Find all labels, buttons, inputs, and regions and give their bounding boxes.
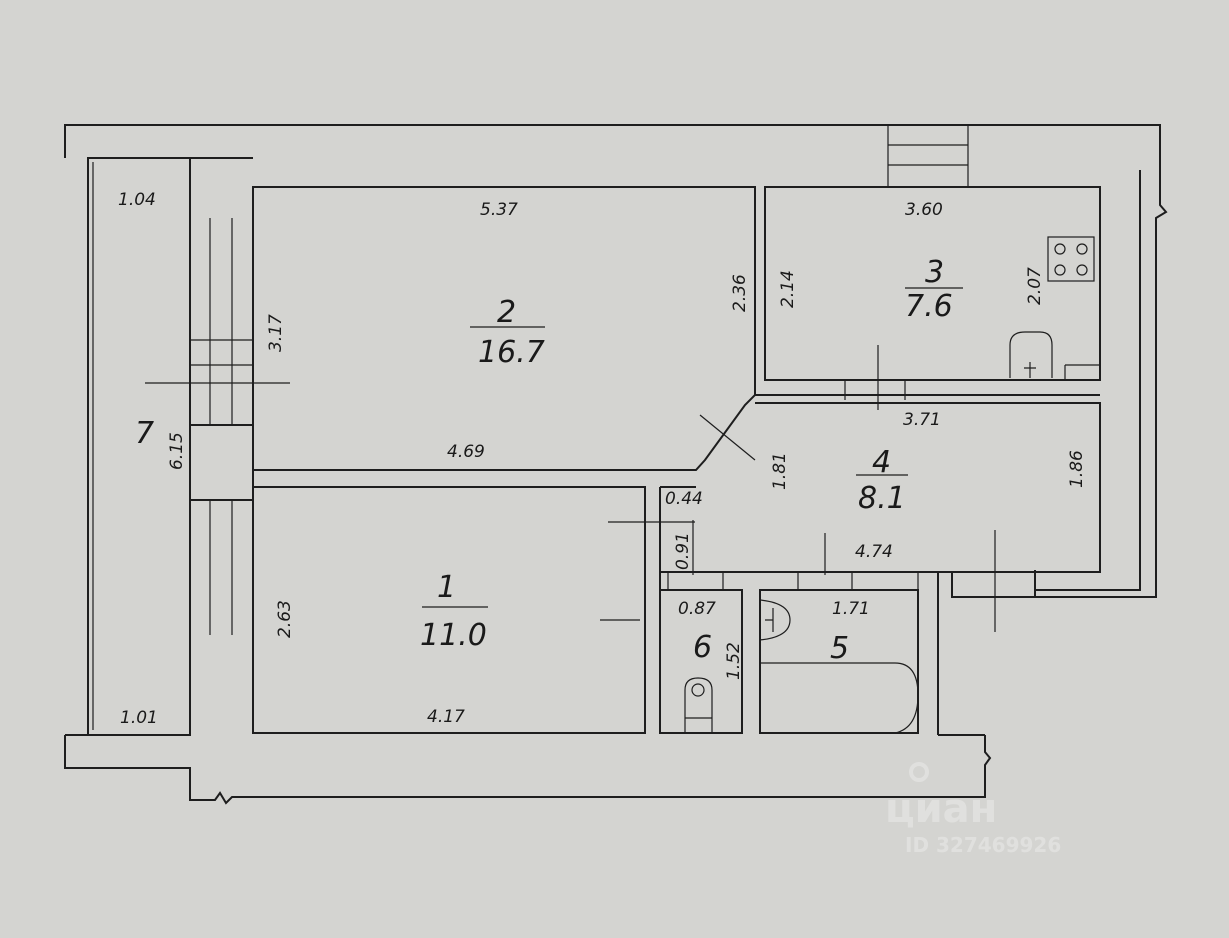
room-1-number: 1 [437, 570, 456, 605]
room-6-number: 6 [693, 630, 712, 665]
room-6 [659, 589, 743, 734]
stove-icon [1047, 236, 1095, 282]
dim-room2-right: 2.36 [730, 274, 750, 312]
room-4-number: 4 [872, 445, 891, 480]
room-7-number: 7 [135, 416, 154, 451]
dim-room4-top: 3.71 [903, 410, 941, 430]
dim-balcony-bottom: 1.01 [120, 708, 158, 728]
dim-room4-left: 1.81 [770, 452, 790, 490]
dim-room5-width: 1.71 [832, 599, 870, 619]
dim-room3-top: 3.60 [905, 200, 943, 220]
outer-walls [64, 124, 1168, 805]
bathtub-icon [760, 662, 919, 734]
room-1-area: 11.0 [420, 618, 487, 653]
room-2 [252, 186, 756, 471]
dim-balcony-top: 1.04 [118, 190, 156, 210]
toilet-icon [684, 677, 713, 733]
dim-room3-right: 2.07 [1025, 267, 1045, 305]
dim-room6-width: 0.87 [678, 599, 716, 619]
room-3-number: 3 [925, 255, 944, 290]
dim-room6-length: 1.52 [724, 642, 744, 680]
room-1 [252, 486, 646, 734]
dim-room2-top: 5.37 [480, 200, 518, 220]
dim-room2-left: 3.17 [266, 314, 286, 352]
room-5-number: 5 [830, 631, 849, 666]
room-2-number: 2 [497, 295, 516, 330]
door-balcony [189, 424, 254, 501]
watermark-brand: циан [885, 786, 997, 832]
watermark-id: ID 327469926 [905, 833, 1061, 857]
room-2-area: 16.7 [478, 335, 545, 370]
dim-room3-left: 2.14 [778, 270, 798, 308]
room-3 [764, 186, 1101, 381]
windows [92, 125, 969, 730]
washbasin-icon [759, 599, 791, 641]
room-5 [759, 589, 919, 734]
dim-niche-depth: 0.91 [673, 532, 693, 570]
room-3-area: 7.6 [905, 289, 953, 324]
kitchen-sink-icon [1009, 331, 1053, 378]
dim-room1-bottom: 4.17 [427, 707, 465, 727]
dim-room2-bottom: 4.69 [447, 442, 485, 462]
cian-watermark: циан ID 327469926 [885, 762, 1061, 857]
room-4-area: 8.1 [858, 481, 906, 516]
dim-room4-bottom: 4.74 [855, 542, 893, 562]
dim-niche-width: 0.44 [665, 489, 703, 509]
dim-balcony-length: 6.15 [167, 432, 187, 470]
dim-room1-left: 2.63 [275, 600, 295, 638]
dim-room4-right: 1.86 [1067, 450, 1087, 488]
door-marks [145, 345, 996, 632]
